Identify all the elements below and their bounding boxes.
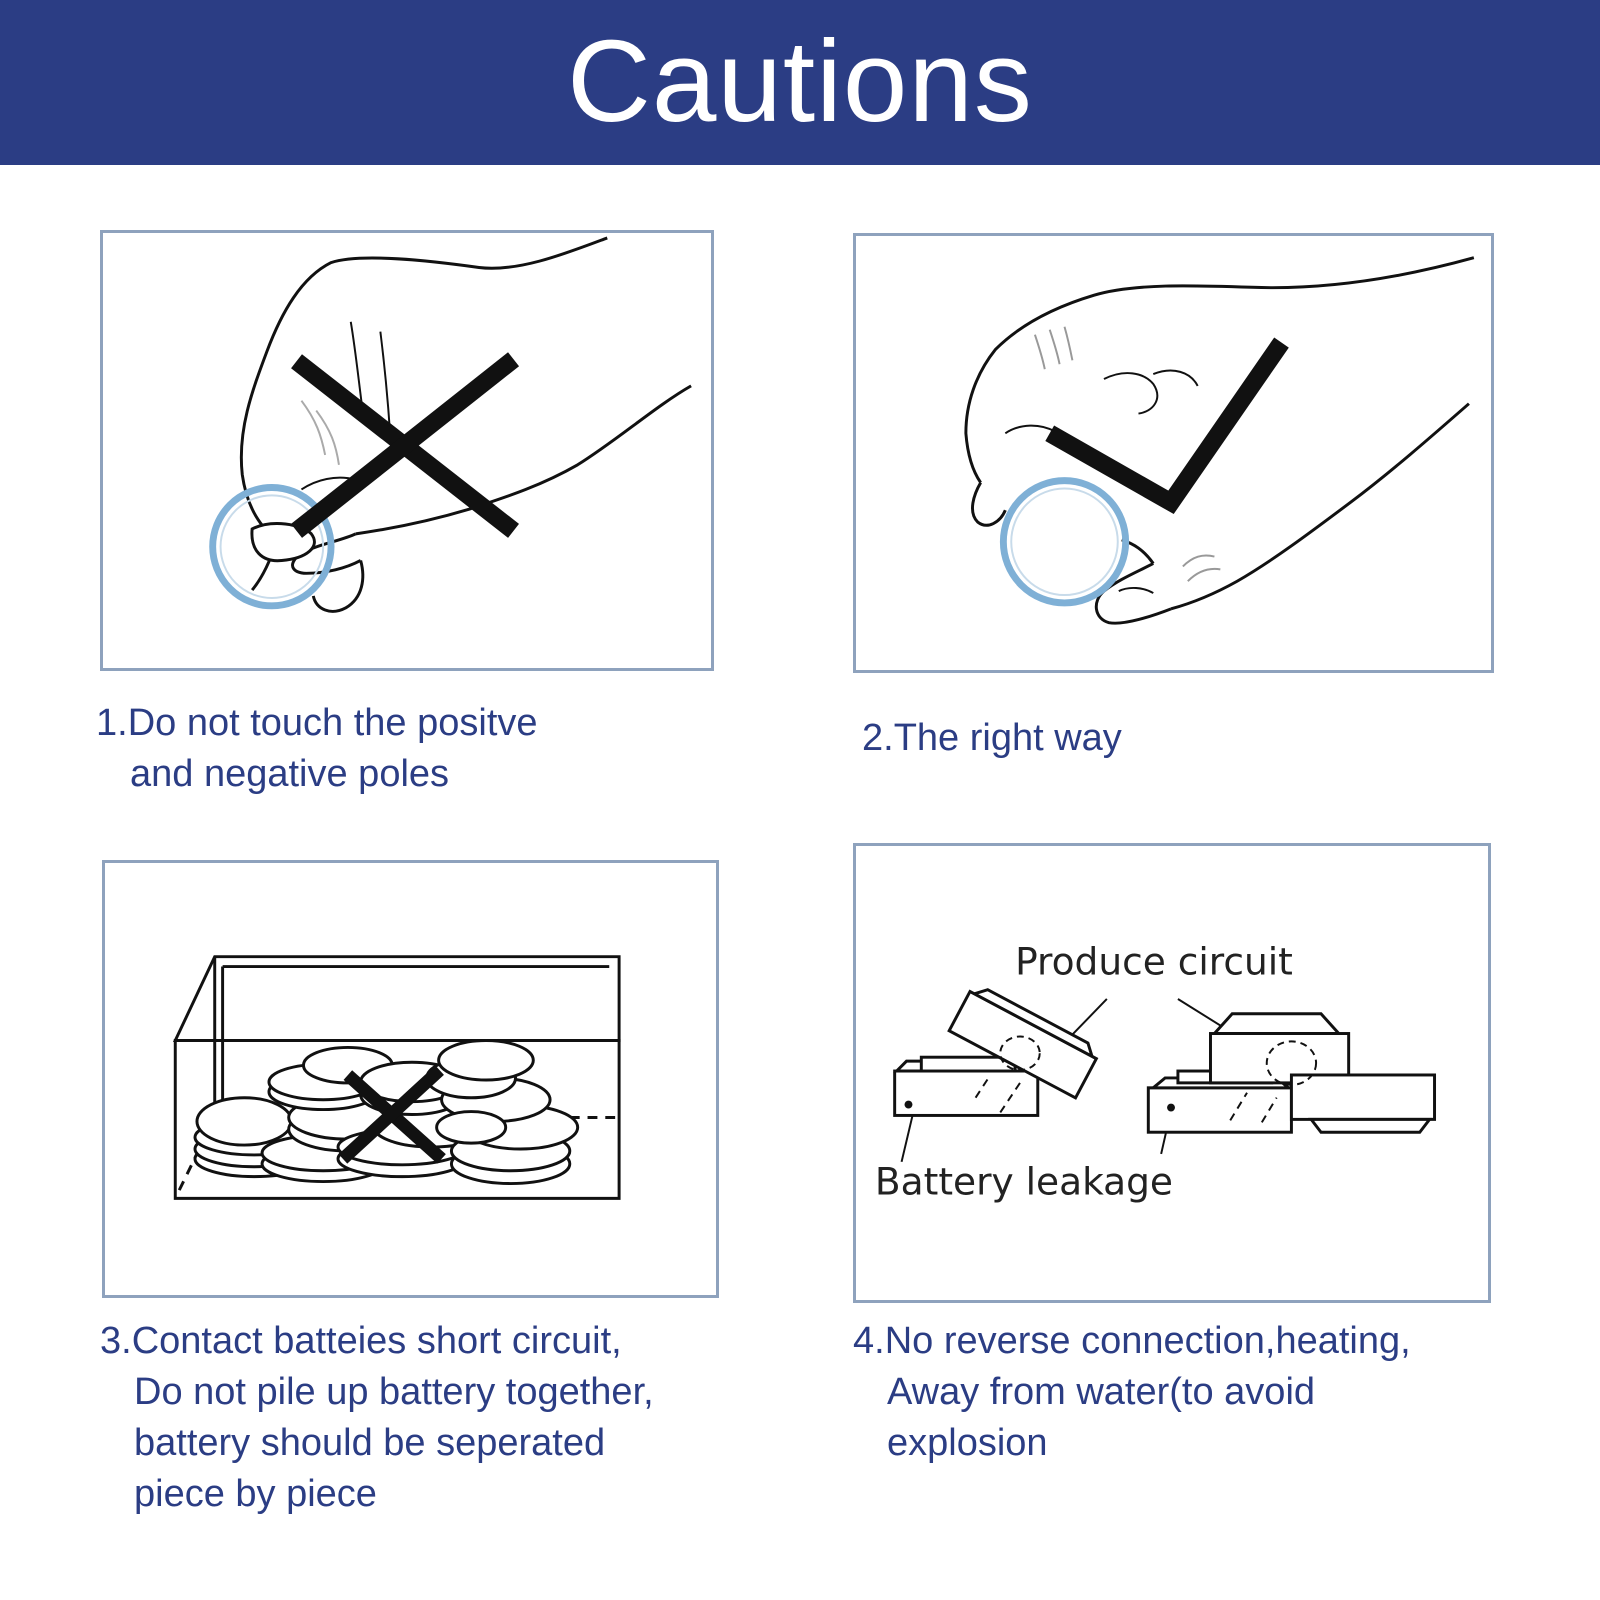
header-banner: Cautions — [0, 0, 1600, 165]
caption-line: battery should be seperated — [134, 1422, 606, 1464]
caption-line: 1.Do not touch the positve — [96, 702, 538, 744]
panel-piled-batteries — [102, 860, 719, 1298]
panel-right-way — [853, 233, 1494, 673]
piled-batteries-in-box-with-cross-icon — [172, 955, 621, 1200]
hand-holding-edges-with-check-icon — [964, 256, 1475, 625]
caption-line: 3.Contact batteies short circuit, — [100, 1320, 622, 1362]
stacked-batteries-circuit-icon: Produce circuit Battery leakage — [875, 939, 1437, 1203]
hand-touching-poles-with-cross-icon — [209, 236, 692, 613]
page-title: Cautions — [567, 15, 1033, 146]
caption-wrong-touch: 1.Do not touch the positve and negative … — [96, 698, 538, 800]
caption-line: explosion — [887, 1422, 1048, 1464]
panel-wrong-touch — [100, 230, 714, 671]
check-mark-icon — [1045, 337, 1289, 515]
caption-line: 2.The right way — [862, 717, 1122, 759]
caption-line: and negative poles — [130, 753, 450, 795]
caption-line: 4.No reverse connection,heating, — [853, 1320, 1411, 1362]
caption-piled-batteries: 3.Contact batteies short circuit, Do not… — [100, 1316, 654, 1520]
caption-line: piece by piece — [134, 1473, 377, 1515]
caption-right-way: 2.The right way — [862, 713, 1122, 764]
cross-mark-icon — [338, 1065, 446, 1164]
cross-mark-icon — [291, 352, 520, 538]
panel-circuit-diagram: Produce circuit Battery leakage — [853, 843, 1491, 1303]
caption-circuit: 4.No reverse connection,heating, Away fr… — [853, 1316, 1411, 1469]
label-produce-circuit: Produce circuit — [1015, 939, 1293, 983]
caption-line: Away from water(to avoid — [887, 1371, 1316, 1413]
label-battery-leakage: Battery leakage — [875, 1159, 1173, 1203]
caption-line: Do not pile up battery together, — [134, 1371, 654, 1413]
